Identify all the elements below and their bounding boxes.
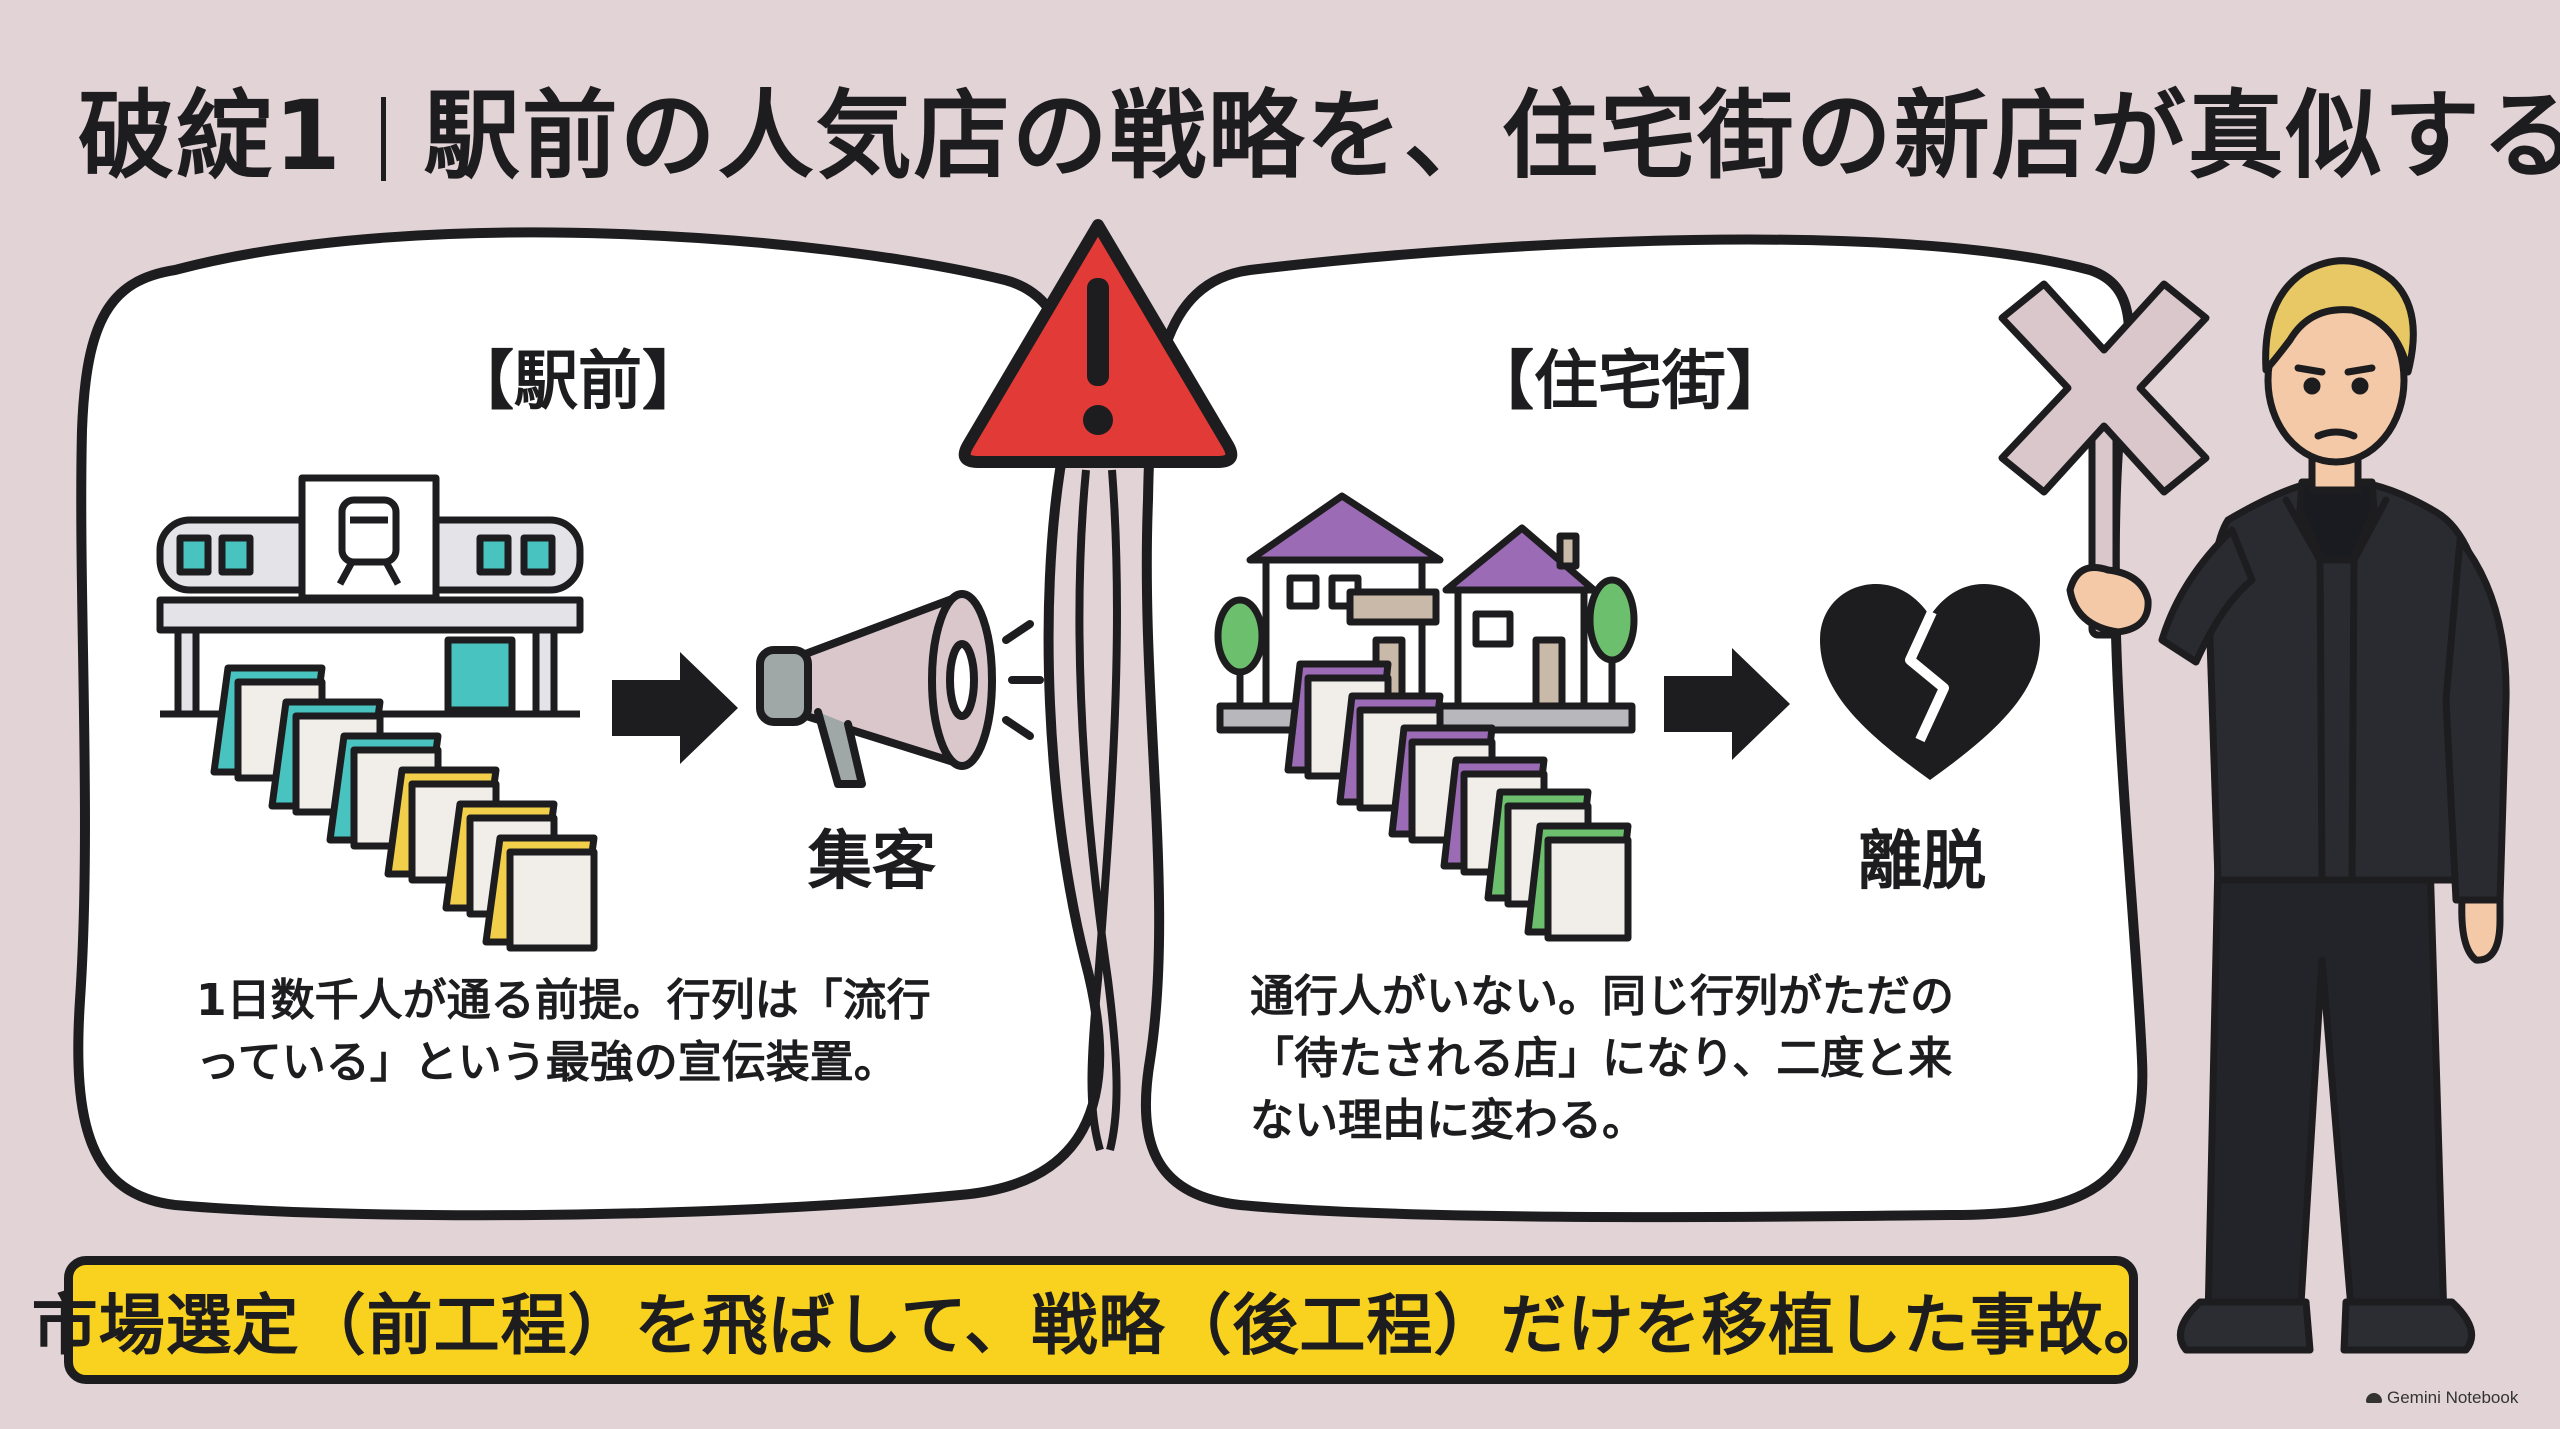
arrow-right-icon (1664, 648, 1790, 760)
queue-block (482, 834, 598, 952)
conclusion-text: 市場選定（前工程）を飛ばして、戦略（後工程）だけを移植した事故。 (31, 1287, 2171, 1364)
train-station-icon (156, 474, 584, 718)
title-divider (380, 97, 386, 181)
left-outcome-label: 集客 (808, 825, 936, 899)
conclusion-banner: 市場選定（前工程）を飛ばして、戦略（後工程）だけを移植した事故。 (32, 1256, 2169, 1384)
right-panel (1140, 234, 2148, 1223)
queue-blocks-left (210, 664, 598, 952)
megaphone-icon (756, 590, 1044, 788)
right-panel-description: 通行人がいない。同じ行列がただの 「待たされる店」になり、二度と来 ない理由に変… (1250, 966, 1954, 1152)
title-main: 駅前の人気店の戦略を、住宅街の新店が真似する (423, 80, 2560, 192)
left-desc-line: っている」という最強の宣伝装置。 (196, 1037, 898, 1088)
right-desc-line: ない理由に変わる。 (1250, 1095, 1646, 1146)
right-desc-line: 「待たされる店」になり、二度と来 (1250, 1033, 1953, 1084)
queue-block (1524, 822, 1632, 942)
right-desc-line: 通行人がいない。同じ行列がただの (1250, 971, 1954, 1022)
watermark-text: Gemini Notebook (2387, 1388, 2519, 1407)
houses-icon (1214, 492, 1638, 734)
arrow-right-icon (612, 652, 738, 764)
page-title: 破綻1 駅前の人気店の戦略を、住宅街の新店が真似する (78, 58, 2560, 197)
gemini-logo-icon (2366, 1393, 2382, 1403)
right-panel-heading: 【住宅街】 (1470, 345, 1790, 419)
left-desc-line: 1日数千人が通る前提。行列は「流行 (196, 975, 931, 1026)
watermark: Gemini Notebook (2366, 1388, 2518, 1408)
warning-icon (958, 219, 1238, 1152)
queue-blocks-right (1284, 660, 1632, 942)
broken-heart-icon (1820, 584, 2040, 780)
right-outcome-label: 離脱 (1858, 825, 1986, 899)
left-panel-description: 1日数千人が通る前提。行列は「流行 っている」という最強の宣伝装置。 (196, 970, 931, 1094)
title-lead: 破綻1 (78, 80, 343, 192)
person-illustration (1998, 257, 2510, 1354)
left-panel-heading: 【駅前】 (450, 345, 706, 419)
